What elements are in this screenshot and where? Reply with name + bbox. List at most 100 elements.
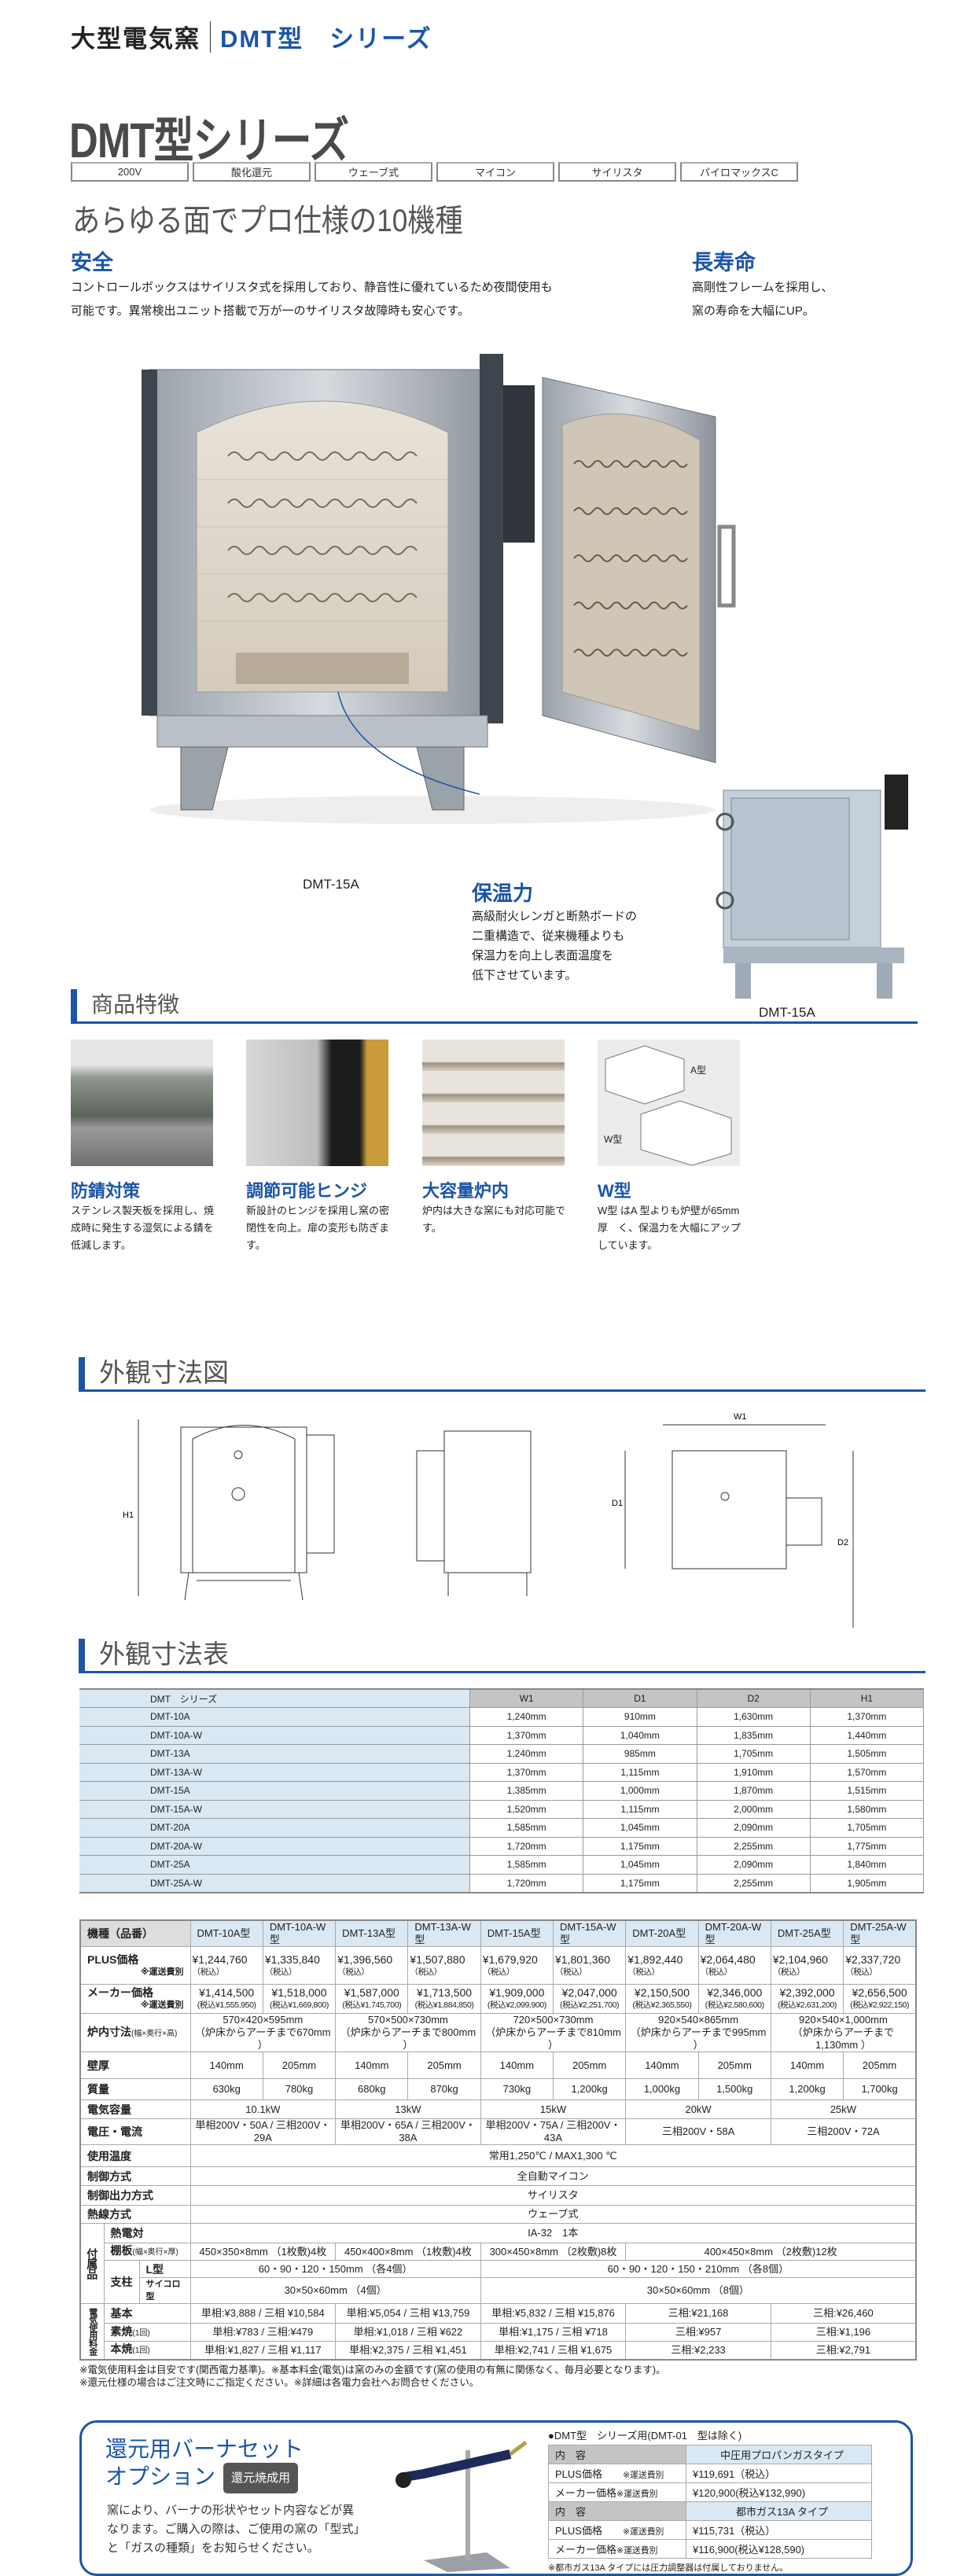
cell-value: 205mm	[717, 2059, 752, 2071]
price-cell: ¥2,104,960（税込）	[770, 1946, 844, 1985]
price-value: ¥1,801,360	[555, 1952, 611, 1966]
feature-title: W型	[598, 1181, 631, 1201]
tag: マイコン	[436, 162, 554, 182]
row-label-text: 使用温度	[87, 2149, 131, 2162]
dimension-cell: 1,385mm	[469, 1781, 584, 1801]
row-label: 棚板(幅×奥行×厚)	[103, 2243, 191, 2261]
spec-cell: 単相200V・75A / 三相200V・43A	[480, 2118, 627, 2145]
price-tax: (税込¥1,555,950)	[197, 2000, 256, 2010]
row-label-sub: (1回)	[132, 2346, 150, 2356]
price-value: ¥2,656,500	[852, 1986, 907, 1999]
feature-text: 新設計のヒンジを採用し窯の密閉性を向上。扉の変形も防ぎます。	[246, 1205, 390, 1251]
row-label-text: 熱線方式	[87, 2208, 131, 2221]
price-tax: （税込）	[845, 1967, 878, 1977]
dimension-cell: 1,370mm	[469, 1726, 584, 1745]
price-cell: ¥2,346,000(税込¥2,580,600)	[697, 1984, 771, 2014]
d1-label: D1	[612, 1499, 623, 1508]
price-cell: ¥1,679,920（税込）	[480, 1946, 554, 1985]
dimension-cell: 1,705mm	[697, 1744, 811, 1764]
price-cell: ¥2,150,500(税込¥2,365,550)	[625, 1984, 699, 2014]
spec-cell: 140mm	[770, 2052, 844, 2079]
price-tax: (税込¥2,099,900)	[487, 2000, 546, 2010]
cell-value: 920×540×865mm	[658, 2014, 739, 2026]
table-row: 炉内寸法(幅×奥行×高)570×420×595mm（炉床からアーチまで670mm…	[79, 2013, 917, 2052]
dimension-cell: 1,630mm	[697, 1707, 811, 1727]
reduction-badge: 還元焼成用	[223, 2462, 299, 2493]
cell-value: 単相:¥1,018 / 三相 ¥622	[353, 2326, 463, 2338]
price-value: ¥1,892,440	[627, 1952, 683, 1966]
price-value: ¥1,507,880	[410, 1952, 465, 1966]
cell-value: 三相:¥26,460	[813, 2307, 874, 2319]
note-line: ※電気使用料金は目安です(関西電力基準)。※基本料金(電気)は窯のみの金額です(…	[79, 2364, 666, 2375]
model-cell: DMT-10A-W	[79, 1726, 471, 1745]
cell-value: 205mm	[281, 2059, 317, 2071]
spec-cell: 単相:¥1,175 / 三相 ¥718	[480, 2323, 627, 2342]
longevity-heading: 長寿命	[692, 251, 756, 274]
price-cell: ¥1,396,560（税込）	[335, 1946, 409, 1985]
model-cell: DMT-20A	[79, 1818, 471, 1838]
row-label: 制御出力方式	[79, 2185, 191, 2206]
section-heading-drawing: 外観寸法図	[79, 1357, 925, 1392]
feature-image-w-type: A型 W型	[598, 1040, 740, 1166]
spec-cell: 単相:¥2,741 / 三相 ¥1,675	[480, 2341, 627, 2360]
row-label-text: L型	[145, 2262, 164, 2276]
price-tax: (税込¥2,631,200)	[778, 2000, 837, 2010]
spec-cell: 三相200V・58A	[625, 2118, 771, 2145]
post-label: 支柱	[103, 2260, 140, 2304]
cell-value: 単相:¥783 / 三相:¥479	[212, 2326, 314, 2338]
row-label: 電圧・電流	[79, 2118, 191, 2145]
price-value: ¥1,713,500	[417, 1986, 473, 1999]
model-header: DMT-10A型	[189, 1919, 263, 1947]
spec-cell: 常用1,250℃ / MAX1,300 ℃	[189, 2144, 917, 2167]
dimension-cell: 1,045mm	[583, 1855, 697, 1875]
feature-text: 炉内は大きな窯にも対応可能です。	[422, 1205, 566, 1234]
price-value: ¥1,244,760	[192, 1952, 248, 1966]
cell-value-sub: （炉床からアーチまで810mm ）	[485, 2026, 621, 2051]
tag: ウェーブ式	[315, 162, 432, 182]
price-cell: ¥1,244,760（税込）	[189, 1946, 263, 1985]
plus-price: ¥115,731（税込）	[686, 2519, 872, 2540]
cell-value: 1,200kg	[789, 2083, 826, 2095]
text-line: コントロールボックスはサイリスタ式を採用しており、静音性に優れているため夜間使用…	[71, 281, 553, 294]
dimension-cell: 2,000mm	[697, 1800, 811, 1819]
row-label: 熱電対	[103, 2223, 191, 2243]
spec-cell: 三相:¥21,168	[625, 2303, 771, 2324]
price-tax: （税込）	[772, 1967, 805, 1977]
row-label: サイコロ型	[138, 2277, 191, 2304]
burner-footnote: ※都市ガス13A タイプには圧力調整器は付属しておりません。	[548, 2563, 789, 2573]
spec-cell: 単相:¥5,054 / 三相 ¥13,759	[335, 2303, 481, 2324]
price-value: ¥1,518,000	[271, 1986, 327, 1999]
cell-value: 三相:¥1,196	[815, 2326, 871, 2338]
feature-hinge: 調節可能ヒンジ 新設計のヒンジを採用し窯の密閉性を向上。扉の変形も防ぎます。	[246, 1177, 392, 1254]
row-label-text: 基本	[110, 2307, 133, 2320]
accessories-group-label: 付属品	[79, 2223, 105, 2304]
price-value: ¥2,346,000	[707, 1986, 763, 1999]
dimension-cell: 1,905mm	[810, 1874, 925, 1893]
row-label-text: 電圧・電流	[87, 2125, 142, 2138]
spec-cell: 単相:¥783 / 三相:¥479	[189, 2323, 337, 2342]
section-heading-features: 商品特徴	[71, 989, 918, 1024]
row-label-sub: (幅×奥行×厚)	[132, 2248, 178, 2257]
model-header: DMT-20A-W型	[697, 1919, 771, 1947]
cell-value: 三相:¥2,233	[671, 2343, 726, 2356]
cell-value: 単相:¥5,832 / 三相 ¥15,876	[491, 2307, 615, 2319]
cell-value-sub: （炉床からアーチまで670mm ）	[195, 2026, 331, 2051]
dimension-cell: 1,040mm	[583, 1726, 697, 1745]
spec-cell: 三相:¥1,196	[770, 2323, 917, 2342]
content-label: 内 容	[548, 2444, 686, 2464]
dimension-cell: 1,840mm	[810, 1855, 925, 1875]
cell-value: 870kg	[430, 2083, 458, 2095]
main-photo-label: DMT-15A	[303, 877, 359, 892]
cell-value: 30×50×60mm （4個）	[284, 2284, 387, 2296]
spec-cell: 400×450×8mm （2枚敷)12枚	[625, 2243, 917, 2261]
spec-cell: 単相:¥2,375 / 三相 ¥1,451	[335, 2341, 481, 2360]
cell-value: 140mm	[355, 2059, 389, 2071]
spec-cell: 1,200kg	[552, 2078, 627, 2100]
